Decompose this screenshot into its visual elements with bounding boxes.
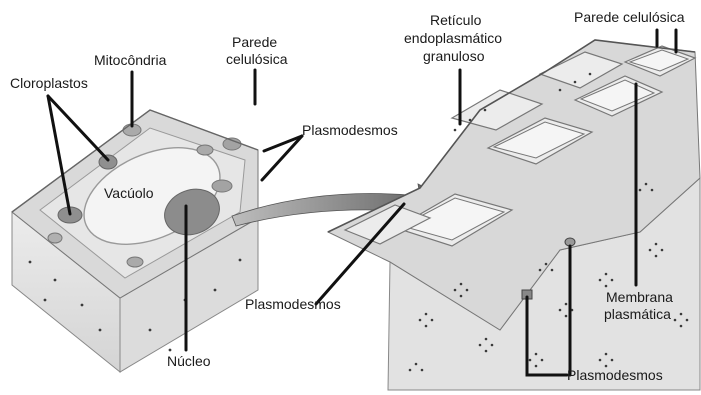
left-cell-block [12, 110, 258, 372]
right-tissue-block [328, 40, 700, 390]
label-nucleo: Núcleo [167, 353, 211, 369]
label-reticulo-2: endoplasmático [404, 30, 502, 46]
label-membrana-2: plasmática [604, 306, 671, 322]
chloroplast [99, 155, 117, 169]
label-vacuolo: Vacúolo [104, 185, 154, 201]
label-reticulo-1: Retículo [430, 12, 482, 28]
label-plasmodesmos-mid: Plasmodesmos [245, 296, 341, 312]
label-parede-left-2: celulósica [226, 51, 288, 67]
label-membrana-1: Membrana [606, 289, 673, 305]
chloroplast [212, 180, 232, 192]
mitochondrion [197, 145, 213, 155]
label-mitocondria: Mitocôndria [94, 52, 167, 68]
label-plasmodesmos-bottom: Plasmodesmos [567, 367, 663, 383]
label-reticulo-3: granuloso [423, 48, 485, 64]
mitochondrion [127, 257, 143, 267]
label-plasmodesmos-top: Plasmodesmos [302, 122, 398, 138]
label-cloroplastos: Cloroplastos [10, 75, 88, 91]
mitochondrion [48, 233, 62, 243]
label-parede-left-1: Parede [232, 34, 277, 50]
label-parede-right: Parede celulósica [574, 9, 685, 25]
